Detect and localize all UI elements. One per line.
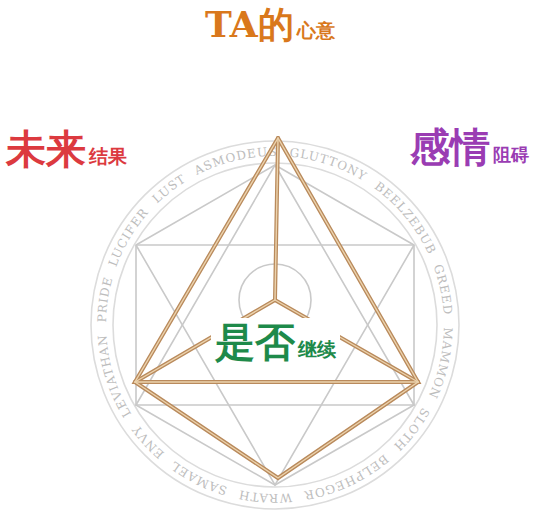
ring-word-text: MAMMON	[425, 327, 455, 401]
ring-word-text: LEVIATHAN	[95, 334, 134, 420]
ring-word: SAMAEL	[167, 458, 228, 498]
top-position-label: TA的心意	[205, 4, 335, 45]
ring-word-text: WRATH	[237, 487, 292, 505]
ring-word-text: PRIDE	[95, 275, 116, 323]
position-subtitle: 结果	[89, 146, 127, 168]
ring-word: ENVY	[129, 422, 167, 461]
ring-word: PRIDE	[95, 275, 116, 323]
ring-word-text: LUCIFER	[106, 205, 151, 268]
ring-word: LEVIATHAN	[95, 334, 134, 420]
right-position-label: 感情阻碍	[410, 124, 529, 170]
position-title: 是否	[215, 319, 295, 365]
ring-word: GREED	[431, 262, 455, 315]
position-subtitle: 继续	[298, 339, 336, 361]
position-title: 未来	[6, 126, 86, 172]
tetra-highlight	[135, 138, 418, 382]
ring-word-text: BEELZEBUB	[372, 179, 439, 257]
tetrahedron-highlight	[135, 138, 418, 478]
tetrahedron	[135, 138, 418, 478]
ring-word: LUST	[150, 172, 189, 207]
center-position-label: 是否继续	[211, 318, 340, 366]
tetra-edge	[135, 300, 418, 382]
ring-word: LUCIFER	[106, 205, 151, 268]
ring-word-text: LUST	[150, 172, 189, 207]
position-subtitle: 阻碍	[493, 145, 529, 166]
ring-word-text: GREED	[431, 262, 455, 315]
ring-word-text: ENVY	[129, 422, 167, 461]
tetra-edge	[135, 382, 418, 478]
position-title: 感情	[410, 124, 490, 170]
ring-word: SLOTH	[391, 406, 433, 454]
ring-word: BEELZEBUB	[372, 179, 439, 257]
tetra-highlight	[135, 300, 418, 382]
ring-word: WRATH	[237, 487, 292, 505]
ring-word-text: BELPHEGOR	[303, 452, 392, 503]
tetra-edge	[275, 138, 278, 300]
ring-word: BELPHEGOR	[303, 452, 392, 503]
tetrahedron-edges	[135, 138, 418, 478]
tetra-edge	[135, 138, 418, 382]
ring-word: MAMMON	[425, 327, 455, 401]
tetra-highlight	[275, 138, 278, 300]
tetra-highlight	[135, 382, 418, 478]
position-title: TA的	[205, 4, 294, 45]
ring-word-text: SLOTH	[391, 406, 433, 454]
position-subtitle: 心意	[297, 20, 335, 42]
ring-word-text: SAMAEL	[167, 458, 228, 498]
left-position-label: 未来结果	[6, 126, 127, 172]
